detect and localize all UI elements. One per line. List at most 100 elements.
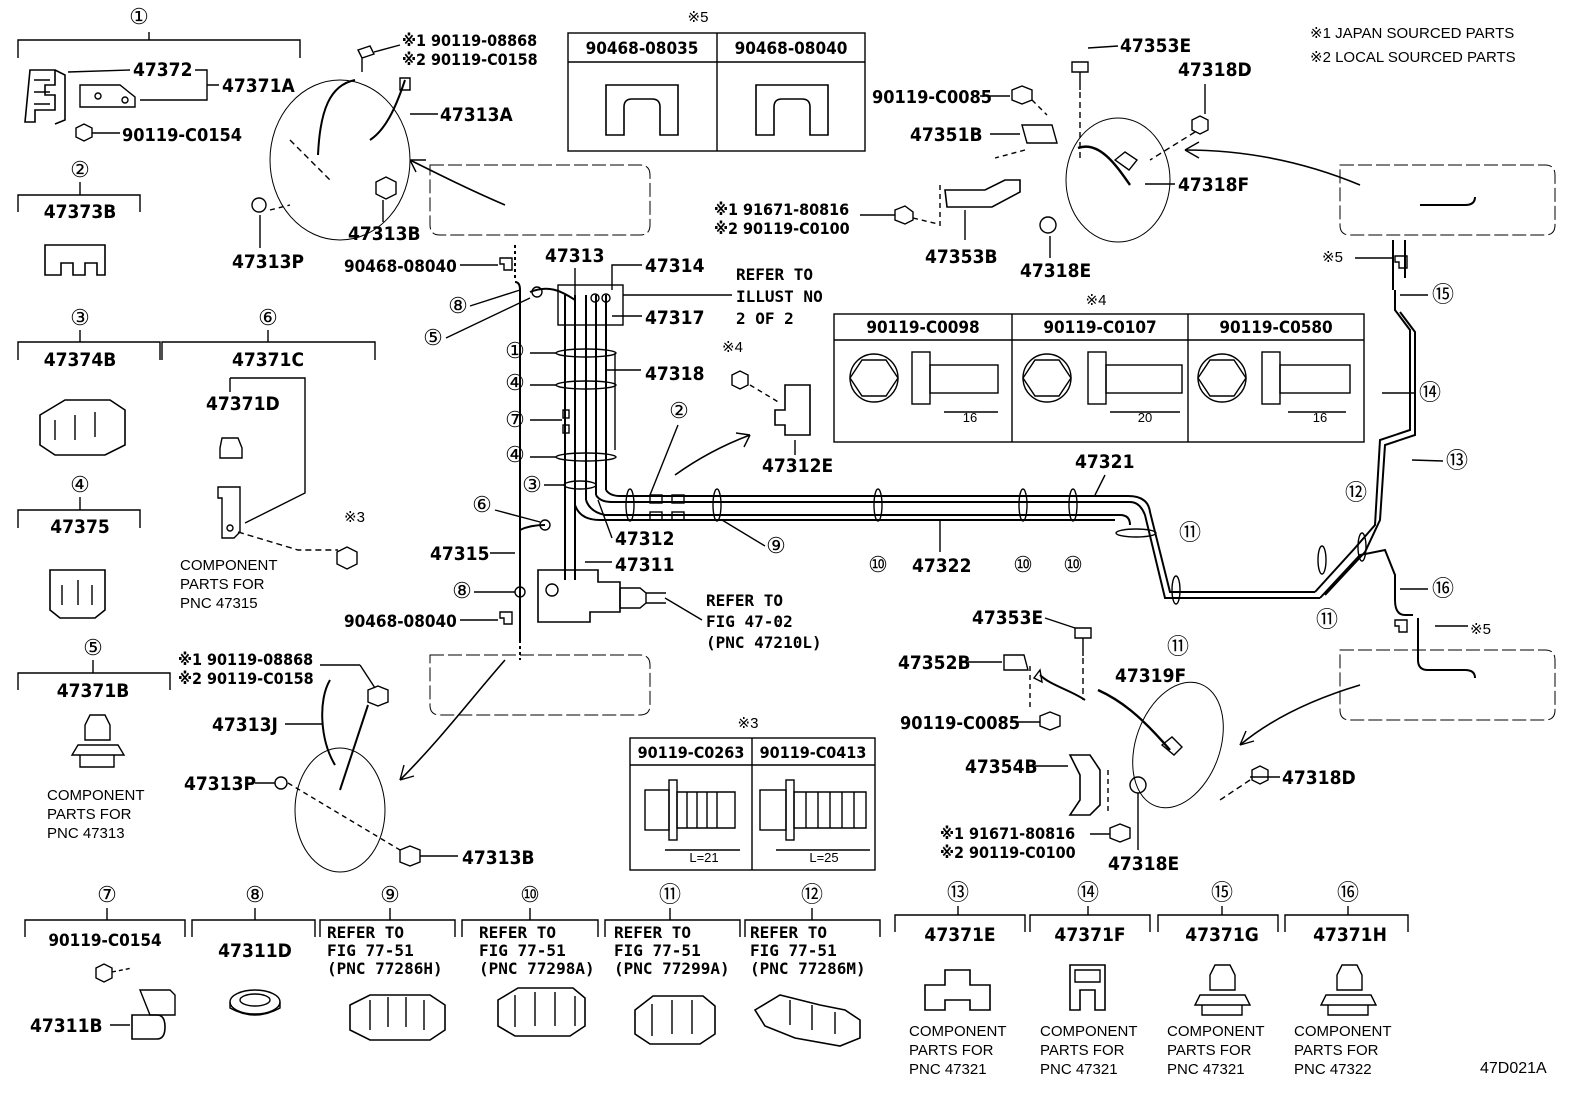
svg-text:PARTS FOR: PARTS FOR bbox=[909, 1042, 994, 1059]
svg-text:COMPONENT: COMPONENT bbox=[909, 1023, 1007, 1040]
ref-box-5: ※5 90468-08035 90468-08040 bbox=[567, 9, 866, 152]
svg-text:PNC 47315: PNC 47315 bbox=[180, 595, 258, 612]
pn-47371B: 47371B bbox=[57, 680, 130, 702]
svg-text:FIG 77-51: FIG 77-51 bbox=[327, 941, 414, 960]
svg-text:90119-C0154: 90119-C0154 bbox=[48, 931, 161, 951]
group-1: ① 47372 47371A 90119-C0154 bbox=[17, 4, 301, 146]
svg-text:47318F: 47318F bbox=[1178, 174, 1249, 196]
svg-text:PARTS FOR: PARTS FOR bbox=[1040, 1042, 1125, 1059]
svg-text:⑭: ⑭ bbox=[1077, 880, 1099, 905]
svg-text:⑬: ⑬ bbox=[947, 880, 969, 905]
svg-text:PARTS FOR: PARTS FOR bbox=[1294, 1042, 1379, 1059]
svg-text:47371F: 47371F bbox=[1054, 924, 1125, 946]
svg-text:⑫: ⑫ bbox=[801, 882, 823, 907]
svg-text:⑪: ⑪ bbox=[1167, 634, 1189, 659]
svg-text:COMPONENT: COMPONENT bbox=[1294, 1023, 1392, 1040]
svg-text:90119-C0098: 90119-C0098 bbox=[866, 318, 979, 338]
svg-text:※5: ※5 bbox=[1470, 621, 1491, 638]
svg-text:FIG 77-51: FIG 77-51 bbox=[750, 941, 837, 960]
svg-text:⑩: ⑩ bbox=[1013, 552, 1033, 577]
svg-text:⑯: ⑯ bbox=[1337, 880, 1359, 905]
svg-text:※5: ※5 bbox=[1322, 249, 1343, 266]
svg-text:③: ③ bbox=[522, 472, 542, 497]
callout-1: ① bbox=[129, 4, 149, 29]
svg-text:PNC 47321: PNC 47321 bbox=[1040, 1061, 1118, 1078]
group-3: ③ 47374B bbox=[17, 305, 161, 456]
svg-text:⑩: ⑩ bbox=[1063, 552, 1083, 577]
svg-text:REFER TO: REFER TO bbox=[614, 923, 691, 942]
main-callouts: ⑧ ⑤ ① ④ ⑦ ④ ③ ⑥ ⑧ ② ⑨ ⑩ ⑩ ⑩ ⑪ ⑪ ⑪ ⑫ ⑬ ⑭ … bbox=[423, 282, 1468, 659]
svg-text:(PNC 77299A): (PNC 77299A) bbox=[614, 959, 730, 978]
svg-text:⑩: ⑩ bbox=[520, 882, 540, 907]
svg-text:⑯: ⑯ bbox=[1432, 576, 1454, 601]
svg-text:L=25: L=25 bbox=[809, 850, 838, 865]
svg-text:REFER TO: REFER TO bbox=[750, 923, 827, 942]
rear-right-top-assembly: 47353E 47318D 90119-C0085 47351B 47318F … bbox=[714, 35, 1556, 290]
svg-text:47319F: 47319F bbox=[1115, 665, 1186, 687]
svg-text:※1 91671-80816: ※1 91671-80816 bbox=[940, 824, 1075, 843]
diagram-id: 47D021A bbox=[1480, 1060, 1547, 1077]
svg-text:47318D: 47318D bbox=[1178, 59, 1252, 81]
svg-text:47322: 47322 bbox=[912, 555, 971, 577]
pn-47371C: 47371C bbox=[232, 349, 304, 371]
svg-text:REFER TO: REFER TO bbox=[479, 923, 556, 942]
svg-text:⑦: ⑦ bbox=[97, 882, 117, 907]
svg-text:⑧: ⑧ bbox=[245, 882, 265, 907]
svg-text:※4: ※4 bbox=[1086, 292, 1107, 309]
svg-text:②: ② bbox=[669, 398, 689, 423]
group-16: ⑯ 47371H COMPONENT PARTS FOR PNC 47322 bbox=[1284, 880, 1409, 1078]
svg-text:※1 90119-08868: ※1 90119-08868 bbox=[402, 31, 537, 50]
svg-text:90119-C0263: 90119-C0263 bbox=[638, 743, 745, 762]
svg-text:47353E: 47353E bbox=[972, 607, 1043, 629]
svg-text:③: ③ bbox=[70, 305, 90, 330]
svg-text:20: 20 bbox=[1138, 410, 1152, 425]
svg-text:PNC 47313: PNC 47313 bbox=[47, 825, 125, 842]
svg-text:47313J: 47313J bbox=[212, 714, 278, 736]
svg-text:47354B: 47354B bbox=[965, 756, 1038, 778]
svg-text:47313: 47313 bbox=[545, 245, 604, 267]
rear-right-bottom-assembly: 47353E 47352B 47319F 90119-C0085 47354B … bbox=[898, 599, 1556, 875]
svg-text:47314: 47314 bbox=[645, 255, 705, 277]
svg-text:⑪: ⑪ bbox=[1179, 520, 1201, 545]
svg-text:PNC 47321: PNC 47321 bbox=[909, 1061, 987, 1078]
svg-text:47313P: 47313P bbox=[184, 773, 256, 795]
svg-text:⑩: ⑩ bbox=[868, 552, 888, 577]
group-15: ⑮ 47371G COMPONENT PARTS FOR PNC 47321 bbox=[1157, 880, 1279, 1078]
svg-text:⑨: ⑨ bbox=[380, 882, 400, 907]
svg-text:⑤: ⑤ bbox=[423, 325, 443, 350]
svg-text:47318: 47318 bbox=[645, 363, 704, 385]
group-2: ② 47373B bbox=[17, 157, 141, 276]
pn-47374B: 47374B bbox=[44, 349, 117, 371]
pn-47375: 47375 bbox=[50, 516, 109, 538]
svg-text:47321: 47321 bbox=[1075, 451, 1134, 473]
legend-japan: ※1 JAPAN SOURCED PARTS bbox=[1310, 25, 1514, 42]
svg-text:⑮: ⑮ bbox=[1432, 282, 1454, 307]
group-9: ⑨ REFER TO FIG 77-51 (PNC 77286H) bbox=[319, 882, 456, 1041]
svg-text:⑦: ⑦ bbox=[505, 407, 525, 432]
svg-text:⑤: ⑤ bbox=[83, 635, 103, 660]
svg-text:⑮: ⑮ bbox=[1211, 880, 1233, 905]
svg-text:④: ④ bbox=[505, 442, 525, 467]
svg-text:PNC 47322: PNC 47322 bbox=[1294, 1061, 1372, 1078]
svg-text:47317: 47317 bbox=[645, 307, 704, 329]
svg-text:47311D: 47311D bbox=[218, 940, 292, 962]
svg-text:47312E: 47312E bbox=[762, 455, 833, 477]
svg-text:PARTS FOR: PARTS FOR bbox=[180, 576, 265, 593]
svg-text:④: ④ bbox=[70, 472, 90, 497]
svg-text:FIG 47-02: FIG 47-02 bbox=[706, 612, 793, 631]
svg-text:REFER TO: REFER TO bbox=[327, 923, 404, 942]
svg-text:※3: ※3 bbox=[738, 715, 759, 732]
svg-text:47353B: 47353B bbox=[925, 246, 998, 268]
group-13: ⑬ 47371E COMPONENT PARTS FOR PNC 47321 bbox=[894, 880, 1026, 1078]
svg-text:(PNC 77298A): (PNC 77298A) bbox=[479, 959, 595, 978]
svg-text:ILLUST NO: ILLUST NO bbox=[736, 287, 823, 306]
group-6: ⑥ 47371C 47371D ※3 COMPONENT PARTS FOR P… bbox=[161, 305, 376, 612]
svg-text:FIG 77-51: FIG 77-51 bbox=[479, 941, 566, 960]
ref-box-4: ※4 90119-C0098 90119-C0107 90119-C0580 1… bbox=[833, 292, 1365, 443]
svg-text:COMPONENT: COMPONENT bbox=[1040, 1023, 1138, 1040]
svg-text:⑥: ⑥ bbox=[258, 305, 278, 330]
svg-text:47352B: 47352B bbox=[898, 652, 971, 674]
svg-text:※2 90119-C0100: ※2 90119-C0100 bbox=[940, 843, 1076, 862]
main-brake-lines: 47313 47314 47317 REFER TO ILLUST NO 2 O… bbox=[344, 245, 1416, 660]
